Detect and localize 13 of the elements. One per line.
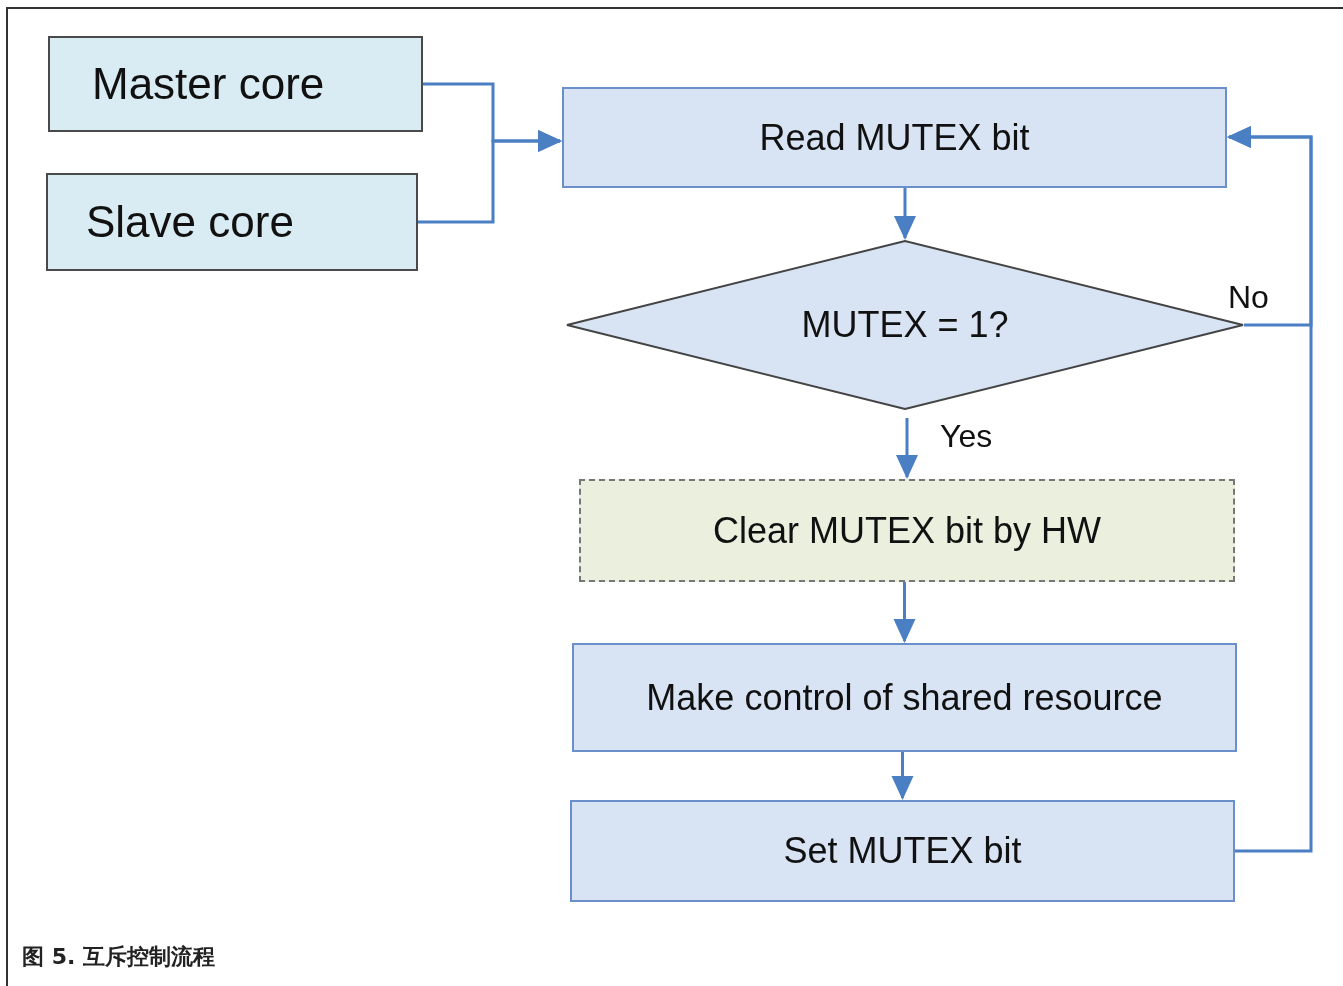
- arrow: [893, 582, 916, 643]
- arrow: [891, 752, 914, 800]
- arrow: [1227, 126, 1313, 327]
- process-box: Make control of shared resource: [572, 643, 1237, 752]
- process-box: Master core: [48, 36, 423, 132]
- figure-caption: 图 5. 互斥控制流程: [22, 943, 215, 971]
- process-box: Read MUTEX bit: [562, 87, 1227, 188]
- process-box: Set MUTEX bit: [570, 800, 1235, 902]
- process-box: Clear MUTEX bit by HW: [579, 479, 1235, 582]
- process-box: Slave core: [46, 173, 418, 271]
- arrow: [896, 418, 918, 479]
- arrow: [418, 130, 562, 224]
- arrow: [894, 188, 916, 240]
